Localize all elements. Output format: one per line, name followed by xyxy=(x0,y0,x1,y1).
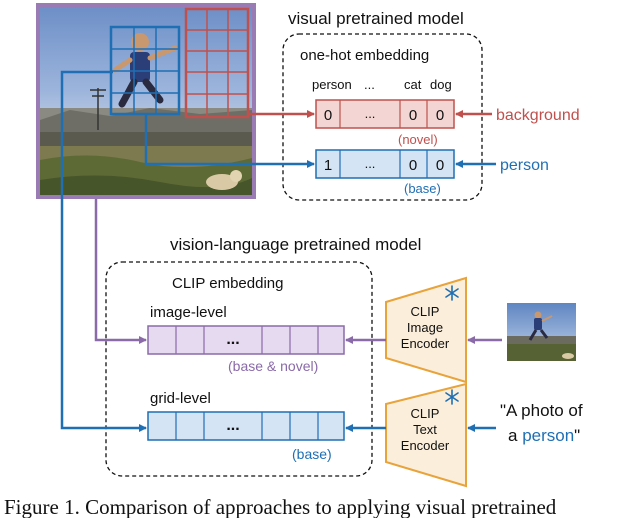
text-encoder-line3: Encoder xyxy=(401,438,450,453)
clip-text-encoder: CLIP Text Encoder xyxy=(385,382,467,488)
header-dog: dog xyxy=(430,77,452,92)
image-level-embedding: ... xyxy=(147,325,345,355)
clip-embedding-title: CLIP embedding xyxy=(172,275,283,292)
person-cell-3: 0 xyxy=(436,157,444,174)
person-onehot-row: 1 ... 0 0 xyxy=(315,149,455,179)
prompt-line1: "A photo of xyxy=(500,401,583,420)
person-cell-2: 0 xyxy=(409,157,417,174)
vl-model-title: vision-language pretrained model xyxy=(170,235,421,254)
snowflake-icon xyxy=(445,285,459,301)
grid-to-grid-level-arrow xyxy=(60,70,147,432)
prompt-person: person xyxy=(522,426,574,445)
photo-to-image-level-arrow xyxy=(94,199,147,344)
blue-grid-arrow xyxy=(144,114,315,168)
person-cell-0: 1 xyxy=(324,157,332,174)
base-novel-label: (base & novel) xyxy=(228,358,318,374)
background-onehot-row: 0 ... 0 0 xyxy=(315,99,455,129)
visual-model-title: visual pretrained model xyxy=(288,9,464,28)
clip-image-encoder: CLIP Image Encoder xyxy=(385,276,467,384)
text-encoder-line2: Text xyxy=(413,422,437,437)
header-person: person xyxy=(312,77,352,92)
image-level-label: image-level xyxy=(150,304,227,321)
bg-cell-3: 0 xyxy=(436,107,444,124)
prompt-line2: a person" xyxy=(508,426,580,445)
novel-label: (novel) xyxy=(398,132,438,147)
image-encoder-line3: Encoder xyxy=(401,336,450,351)
grid-level-dots: ... xyxy=(226,417,239,434)
small-scene-photo xyxy=(507,303,576,361)
grid-level-label: grid-level xyxy=(150,390,211,407)
bg-cell-1: ... xyxy=(365,106,376,121)
text-encoder-line1: CLIP xyxy=(411,406,440,421)
person-label: person xyxy=(500,157,549,174)
scene-photo xyxy=(36,3,256,199)
image-encoder-line1: CLIP xyxy=(411,304,440,319)
onehot-title: one-hot embedding xyxy=(300,47,429,64)
figure-caption: Figure 1. Comparison of approaches to ap… xyxy=(4,495,557,518)
image-encoder-line2: Image xyxy=(407,320,443,335)
snowflake-icon xyxy=(445,389,459,405)
person-cell-1: ... xyxy=(365,156,376,171)
bg-cell-0: 0 xyxy=(324,107,332,124)
grid-level-embedding: ... xyxy=(147,411,345,441)
onehot-headers: person ... cat dog xyxy=(312,77,452,92)
visual-model-box xyxy=(282,33,483,201)
vl-model-box xyxy=(105,261,373,477)
header-ellipsis: ... xyxy=(364,77,375,92)
background-region-grid xyxy=(184,7,250,119)
header-cat: cat xyxy=(404,77,422,92)
base-label-top: (base) xyxy=(404,181,441,196)
image-level-dots: ... xyxy=(226,331,239,348)
base-label-bottom: (base) xyxy=(292,446,332,462)
background-label: background xyxy=(496,107,580,124)
bg-cell-2: 0 xyxy=(409,107,417,124)
